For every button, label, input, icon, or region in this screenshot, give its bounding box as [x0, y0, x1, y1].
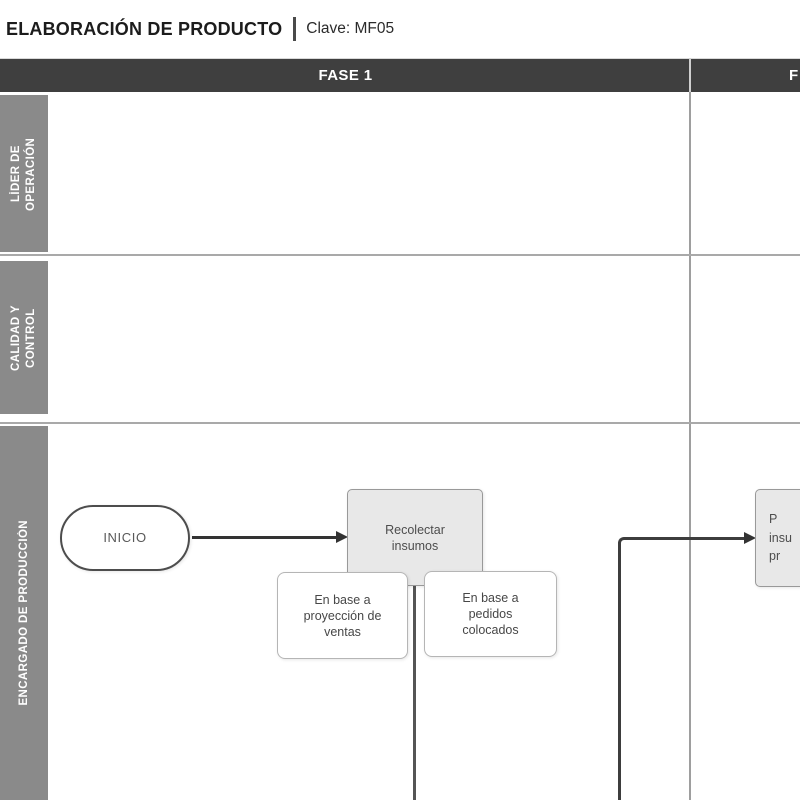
lane-strip-calidad-y-control: CALIDAD Y CONTROL: [0, 261, 48, 414]
truncated-line: P: [769, 512, 778, 527]
note-label: En base a proyección de ventas: [303, 592, 382, 639]
arrow-head: [336, 531, 348, 543]
lane-label: ENCARGADO DE PRODUCCIÓN: [17, 520, 30, 706]
process-node-recolectar-insumos[interactable]: Recolectar insumos: [347, 489, 483, 586]
document-header: ELABORACIÓN DE PRODUCTO Clave: MF05: [6, 14, 394, 44]
flow-connector-to-next-process: [618, 537, 746, 800]
start-node-label: INICIO: [103, 530, 147, 545]
lane-strip-lider-de-operacion: LÍDER DE OPERACIÓN: [0, 95, 48, 252]
note-proyeccion-de-ventas[interactable]: En base a proyección de ventas: [277, 572, 408, 659]
process-node-label: Recolectar insumos: [385, 522, 445, 553]
lane-divider: [0, 254, 800, 256]
phase-2-header-truncated: F: [789, 66, 799, 84]
lane-label: LÍDER DE OPERACIÓN: [10, 136, 37, 211]
phase-header-bar: [0, 58, 800, 92]
arrow-head: [744, 532, 756, 544]
title-separator: [293, 17, 297, 41]
lane-divider: [0, 422, 800, 424]
flow-line-collect-down: [413, 586, 416, 800]
note-label: En base a pedidos colocados: [462, 591, 519, 637]
document-key: Clave: MF05: [306, 20, 395, 37]
process-node-truncated[interactable]: P insu pr: [755, 489, 800, 587]
truncated-line: pr: [769, 549, 781, 564]
truncated-line: insu: [769, 530, 792, 545]
lane-label: CALIDAD Y CONTROL: [10, 304, 37, 371]
page-title: ELABORACIÓN DE PRODUCTO: [6, 18, 283, 39]
flow-arrow-start-to-collect: [192, 536, 338, 539]
phase-1-header: FASE 1: [318, 66, 373, 84]
note-pedidos-colocados[interactable]: En base a pedidos colocados: [424, 571, 557, 657]
start-node[interactable]: INICIO: [60, 505, 190, 571]
process-node-label: P insu pr: [756, 510, 792, 566]
phase-divider: [689, 92, 691, 800]
phase-divider: [689, 58, 691, 92]
lane-strip-encargado-de-produccion: ENCARGADO DE PRODUCCIÓN: [0, 426, 48, 800]
